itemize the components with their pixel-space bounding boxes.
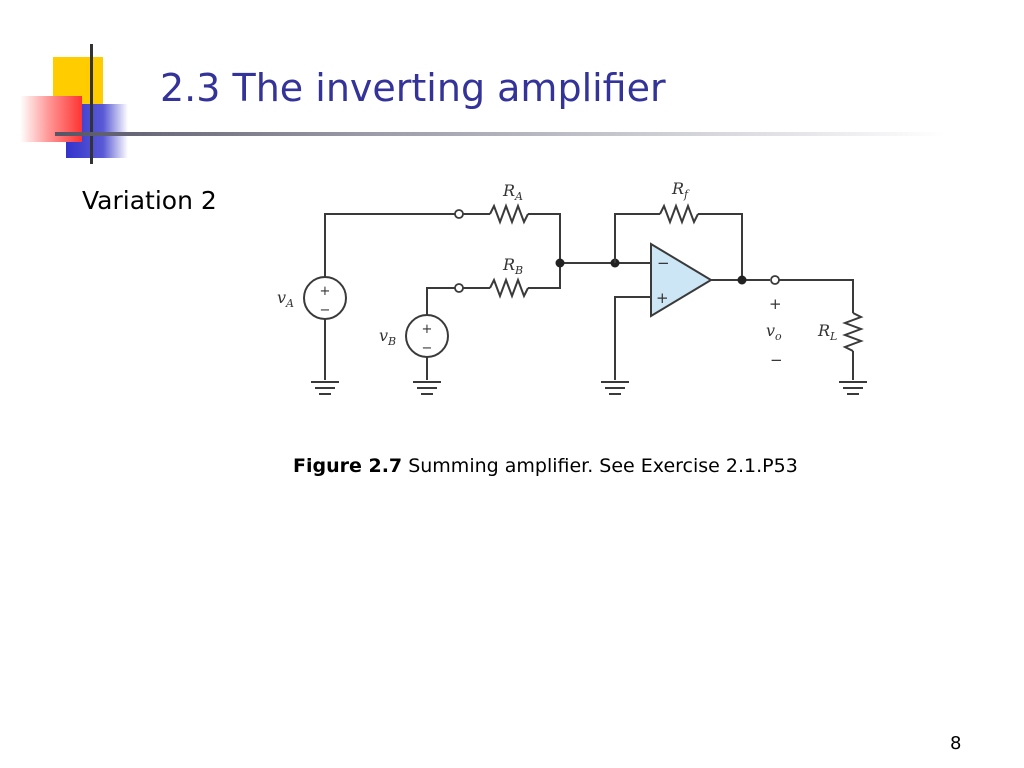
svg-text:−: −: [320, 303, 331, 318]
ground-load: [839, 381, 867, 395]
variation-label: Variation 2: [82, 186, 217, 215]
label-vo: vo: [766, 321, 782, 343]
label-rl: RL: [817, 321, 837, 343]
ra-branch: [324, 203, 561, 289]
output-node: [737, 275, 747, 285]
slide-title: 2.3 The inverting amplifier: [160, 66, 666, 110]
figure-caption: Figure 2.7 Summing amplifier. See Exerci…: [293, 455, 798, 477]
source-va: + −: [303, 276, 347, 320]
label-rb: RB: [502, 255, 523, 277]
label-vb: vB: [379, 326, 396, 348]
label-rf: Rf: [671, 179, 690, 201]
resistor-rl: [842, 312, 864, 352]
svg-text:+: +: [320, 284, 331, 299]
opamp-plus-sign: +: [656, 289, 669, 307]
resistor-ra: [489, 203, 529, 225]
rb-branch: [426, 277, 529, 318]
deco-vertical-line: [90, 44, 93, 164]
vo-minus-sign: −: [770, 351, 783, 369]
output-terminal: [770, 275, 780, 285]
op-amp: [650, 242, 713, 318]
svg-text:+: +: [422, 322, 433, 337]
resistor-rb: [489, 277, 529, 299]
summing-amplifier-circuit: RA RB Rf − + RL + vo −: [277, 179, 867, 395]
source-vb: + −: [405, 314, 449, 358]
caption-figure-number: Figure 2.7: [293, 455, 403, 477]
page-number: 8: [950, 733, 962, 754]
svg-text:−: −: [422, 341, 433, 356]
ground-va: [311, 381, 339, 395]
label-ra: RA: [502, 181, 523, 203]
title-rule: [55, 132, 945, 136]
ground-opamp: [601, 381, 629, 395]
label-va: vA: [277, 288, 294, 310]
ground-vb: [413, 381, 441, 395]
summing-node: [555, 258, 565, 268]
resistor-rf: [659, 203, 699, 225]
caption-text: Summing amplifier. See Exercise 2.1.P53: [402, 455, 798, 477]
opamp-minus-sign: −: [657, 254, 670, 272]
vo-plus-sign: +: [769, 295, 782, 313]
